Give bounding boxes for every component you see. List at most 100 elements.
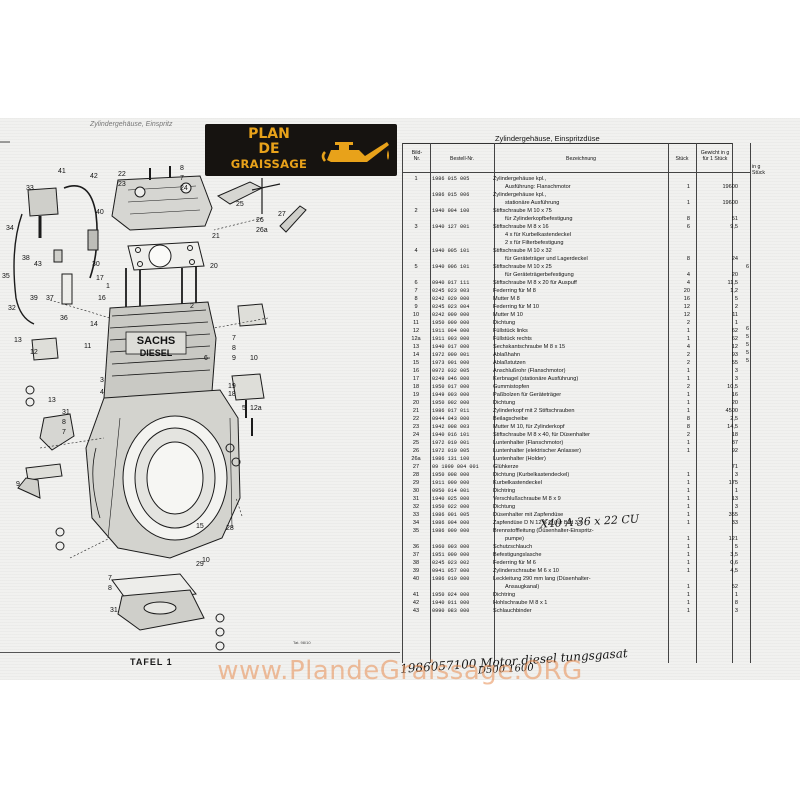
cell-order-number: 1950 008 000 xyxy=(432,472,470,478)
cell-quantity: 1 xyxy=(686,560,690,566)
part-label: 36 xyxy=(60,315,68,322)
part-label: 14 xyxy=(90,321,98,328)
cell-weight: 62 xyxy=(731,328,738,334)
cell-position: 18 xyxy=(412,384,420,390)
cell-weight: 3 xyxy=(734,376,738,382)
side-mark: 5 xyxy=(746,342,750,348)
cell-weight: 33 xyxy=(731,520,738,526)
cell-order-number: 1950 002 000 xyxy=(432,400,470,406)
cell-order-number: 0245 023 004 xyxy=(432,304,470,310)
cell-quantity: 1 xyxy=(686,336,690,342)
part-label: 2 xyxy=(190,303,194,310)
cell-weight: 1 xyxy=(734,592,738,598)
cell-description: 2 x für Filterbefestigung xyxy=(505,240,564,246)
table-rule xyxy=(402,143,403,663)
cell-quantity: 2 xyxy=(686,432,690,438)
cell-description: Dichtung xyxy=(493,320,516,326)
cell-quantity: 2 xyxy=(686,384,690,390)
column-header-quantity: Stück xyxy=(675,156,689,162)
cell-quantity: 6 xyxy=(686,224,690,230)
part-label: 4 xyxy=(100,389,104,396)
cell-order-number: 1972 010 005 xyxy=(432,448,470,454)
cell-description: Sechskantschraube M 8 x 15 xyxy=(493,344,566,350)
cell-quantity: 12 xyxy=(683,312,690,318)
column-header-pos: Bild- Nr. xyxy=(411,150,423,162)
part-label: 33 xyxy=(26,185,34,192)
cell-description: Paßbolzen für Geräteträger xyxy=(493,392,562,398)
cell-order-number: 1950 009 000 xyxy=(432,320,470,326)
cell-weight: 3 xyxy=(734,504,738,510)
cell-weight: 121 xyxy=(728,536,738,542)
cell-order-number: 1973 001 000 xyxy=(432,360,470,366)
plate-rule xyxy=(0,652,400,653)
cell-description: Zylindergehäuse kpl., xyxy=(493,176,547,182)
cell-weight: 20 xyxy=(731,400,738,406)
cell-weight: 18 xyxy=(731,432,738,438)
cell-weight: 0,6 xyxy=(730,560,738,566)
part-label: 24 xyxy=(180,185,188,192)
part-label: 1 xyxy=(106,283,110,290)
cell-position: 10 xyxy=(412,312,420,318)
cell-description: Schlauchbinder xyxy=(493,608,532,614)
part-label: 8 xyxy=(62,419,66,426)
header-rule xyxy=(402,172,750,173)
part-label: 37 xyxy=(46,295,54,302)
cell-description: Düsenhalter mit Zapfendüse xyxy=(493,512,564,518)
cell-weight: 16 xyxy=(731,392,738,398)
cell-quantity: 1 xyxy=(686,600,690,606)
cell-weight: 11,5 xyxy=(727,280,738,286)
table-rule xyxy=(494,143,495,663)
part-label: 8 xyxy=(232,345,236,352)
part-label: 18 xyxy=(228,391,236,398)
cell-order-number: 1940 004 100 xyxy=(432,208,470,214)
cell-description: Verschlußschraube M 8 x 9 xyxy=(493,496,561,502)
cell-description: Hohlschraube M 8 x 1 xyxy=(493,600,548,606)
oil-can-icon xyxy=(321,142,389,162)
cell-position: 42 xyxy=(412,600,420,606)
cell-order-number: 0941 057 000 xyxy=(432,568,470,574)
part-label: 28 xyxy=(226,525,234,532)
cell-position: 27 xyxy=(412,464,420,470)
cell-description: Stiftschraube M 10 x 32 xyxy=(493,248,552,254)
part-label: 26 xyxy=(256,217,264,224)
side-mark: 6 xyxy=(746,264,750,270)
column-header-weight: Gewicht in g für 1 Stück xyxy=(700,150,730,162)
cell-position: 11 xyxy=(413,320,419,326)
cell-position: 40 xyxy=(412,576,420,582)
part-label: 10 xyxy=(250,355,258,362)
part-label: 16 xyxy=(98,295,106,302)
cell-position: 2 xyxy=(414,208,418,214)
print-reference: Tat. 98/10 xyxy=(293,640,311,645)
cell-description: Mutter M 10 xyxy=(493,312,523,318)
cell-order-number: 1950 024 000 xyxy=(432,592,470,598)
cell-weight: 19600 xyxy=(722,184,738,190)
part-label: 30 xyxy=(92,261,100,268)
cell-description: Federring für M 6 xyxy=(493,560,536,566)
cell-position: 28 xyxy=(412,472,420,478)
cell-order-number: 1986 009 000 xyxy=(432,528,470,534)
part-label: 22 xyxy=(118,171,126,178)
cell-order-number: 1942 008 003 xyxy=(432,424,470,430)
cell-order-number: 09 1999 004 001 xyxy=(432,464,479,470)
cell-weight: 4500 xyxy=(725,408,738,414)
cell-order-number: 1950 017 000 xyxy=(432,384,470,390)
cell-weight: 175 xyxy=(728,480,738,486)
table-row: 2 x für Filterbefestigung xyxy=(402,240,750,248)
cell-order-number: 1940 005 101 xyxy=(432,248,470,254)
engine-brand-mark: SACHS xyxy=(137,335,176,347)
cell-weight: 24 xyxy=(731,256,738,262)
logo-line-1: PLAN xyxy=(248,126,290,142)
table-title: Zylindergehäuse, Einspritzdüse xyxy=(495,134,600,143)
